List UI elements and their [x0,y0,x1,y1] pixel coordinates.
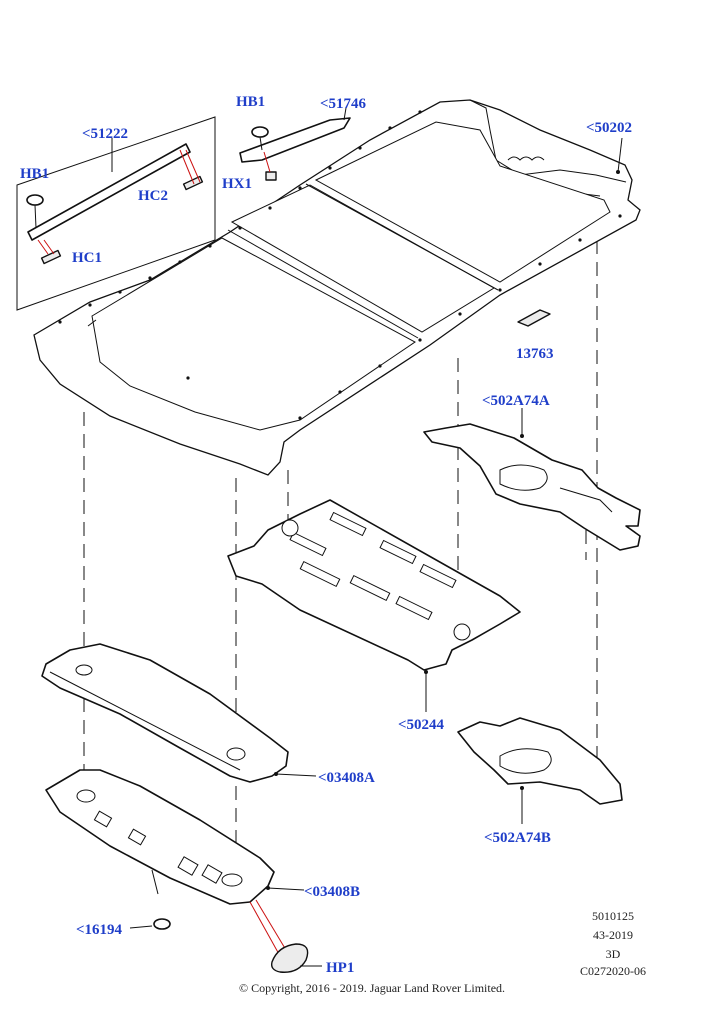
trim-strip-51222 [27,143,191,241]
label-51746: <51746 [320,96,367,112]
roof-panel [33,99,641,476]
emboss-logo [507,156,545,161]
label-502a74b: <502A74B [484,830,551,846]
meta-line-4: C0272020-06 [580,964,646,978]
copyright-notice: © Copyright, 2016 - 2019. Jaguar Land Ro… [239,981,505,995]
label-hp1: HP1 [326,960,354,976]
label-hc2: HC2 [138,188,168,204]
part-hp1 [270,943,322,973]
reinforcement-502a74b [457,717,623,824]
label-16194: <16194 [76,922,123,938]
label-50202: <50202 [586,120,632,136]
callout-labels: HB1 <51746 <51222 HB1 HC2 HX1 HC1 <50202… [20,94,632,976]
roof-bow-03408b [45,769,305,957]
label-13763: 13763 [516,346,554,362]
fastener-hb1-top [251,126,269,151]
bracket-13763 [517,309,551,327]
label-50244: <50244 [398,717,445,733]
label-hb1-left: HB1 [20,166,49,182]
crossmember-ribs [289,511,457,621]
label-03408b: <03408B [304,884,360,900]
meta-line-3: 3D [606,947,621,961]
trim-strip-51746 [239,117,351,163]
crossmember-50244 [227,499,521,712]
label-hb1-top: HB1 [236,94,265,110]
label-03408a: <03408A [318,770,375,786]
meta-line-1: 5010125 [592,909,634,923]
label-hc1: HC1 [72,250,102,266]
roof-bow-03408a [41,643,317,783]
reinforcement-502a74a [423,408,641,551]
clip-hx1 [263,151,277,181]
label-502a74a: <502A74A [482,393,550,409]
drawing-meta: 5010125 43-2019 3D C0272020-06 © Copyrig… [239,909,646,995]
label-hx1: HX1 [222,176,252,192]
roof-fastener-dots [58,110,622,420]
label-51222: <51222 [82,126,128,142]
alignment-lines [83,240,598,880]
trim-strip-bracket [16,116,216,311]
clip-hc1 [37,239,62,265]
part-16194 [129,918,171,930]
clip-hc2 [179,149,204,191]
fastener-hb1-left [26,194,44,229]
meta-line-2: 43-2019 [593,928,633,942]
